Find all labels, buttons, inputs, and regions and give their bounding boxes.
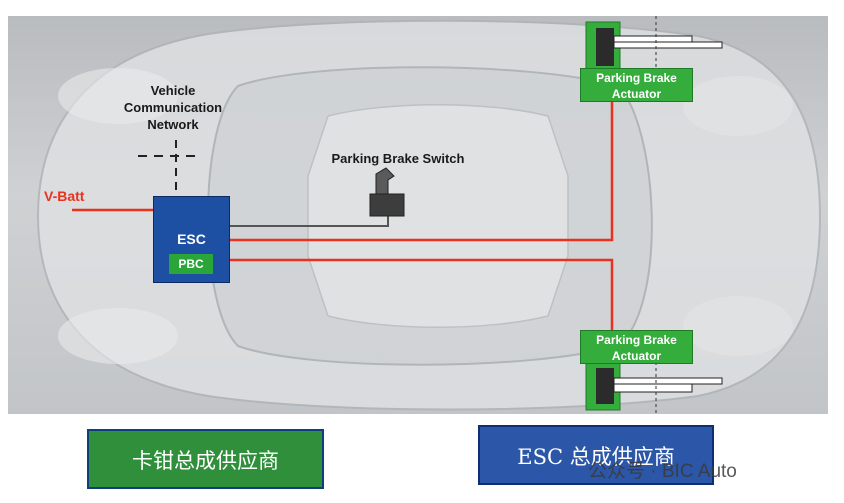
network-label-line: Vehicle xyxy=(150,83,196,98)
network-label-line: Network xyxy=(147,117,199,132)
actuator-label-line: Actuator xyxy=(611,349,662,363)
parking-brake-switch-icon xyxy=(369,167,405,217)
caliper-supplier-box: 卡钳总成供应商 xyxy=(87,429,324,489)
switch-wire xyxy=(228,212,389,227)
watermark: 公众号 · BIC Auto xyxy=(588,461,737,482)
esc-module: ESC PBC xyxy=(153,196,230,283)
actuator-label-line: Parking Brake xyxy=(596,71,677,85)
car-outline-drawing xyxy=(36,16,822,414)
top-actuator-box: Parking Brake Actuator xyxy=(580,68,693,102)
wire-to-bottom-actuator xyxy=(228,258,614,330)
bottom-actuator-box: Parking Brake Actuator xyxy=(580,330,693,364)
network-label: Vehicle Communication Network xyxy=(108,82,238,133)
actuator-label-line: Parking Brake xyxy=(596,333,677,347)
actuator-label-line: Actuator xyxy=(611,87,662,101)
brake-system-diagram: V-Batt Vehicle Communication Network Par… xyxy=(8,16,828,414)
parking-brake-switch-label: Parking Brake Switch xyxy=(331,151,465,166)
esc-supplier-box: ESC 总成供应商 xyxy=(478,425,714,485)
pbc-module: PBC xyxy=(169,254,213,274)
wire-to-top-actuator xyxy=(228,102,614,242)
vbatt-label: V-Batt xyxy=(44,188,85,204)
esc-label: ESC xyxy=(177,231,206,247)
network-label-line: Communication xyxy=(123,100,223,115)
